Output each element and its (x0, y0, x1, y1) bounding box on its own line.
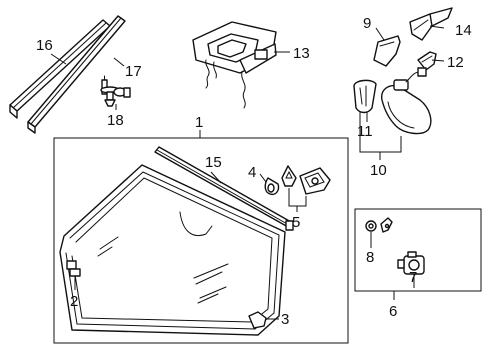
mirror-mount-11 (353, 79, 377, 114)
sensor-bracket-5 (281, 165, 331, 195)
clip-2 (66, 260, 81, 277)
windshield-frame (53, 137, 349, 344)
callout-16: 16 (36, 37, 53, 54)
molding-strip-16 (9, 19, 111, 119)
clip-4 (264, 177, 280, 196)
callout-17: 17 (125, 63, 142, 80)
callout-labels: 1 2 3 4 5 6 7 8 9 10 11 12 13 14 15 16 1… (36, 15, 472, 328)
windshield-glass-1 (59, 164, 286, 336)
callout-12: 12 (447, 54, 464, 71)
clip-18 (100, 75, 131, 107)
callout-11: 11 (357, 123, 373, 140)
washer-8 (365, 220, 377, 232)
molding-strip-17 (27, 15, 126, 134)
molding-strip-15 (154, 146, 294, 231)
callout-3: 3 (281, 311, 289, 328)
callout-2: 2 (70, 293, 78, 310)
callout-13: 13 (293, 45, 310, 62)
callout-10: 10 (370, 162, 387, 179)
callout-14: 14 (455, 22, 472, 39)
cover-9 (373, 35, 401, 67)
callout-5: 5 (292, 214, 300, 231)
bracket-13 (192, 21, 277, 109)
callout-7: 7 (409, 269, 417, 286)
cover-14 (409, 7, 453, 41)
callout-6: 6 (389, 303, 397, 320)
part-box-6 (354, 208, 482, 292)
clip-3 (248, 311, 267, 329)
callout-15: 15 (205, 154, 222, 171)
leader-lines (50, 25, 445, 320)
callout-4: 4 (248, 164, 256, 181)
rearview-mirror-10 (381, 67, 432, 135)
callout-8: 8 (366, 249, 374, 266)
callout-9: 9 (363, 15, 371, 32)
callout-1: 1 (195, 114, 203, 131)
sensor-7 (397, 251, 425, 275)
clip-8b (380, 217, 393, 233)
callout-18: 18 (107, 112, 124, 129)
